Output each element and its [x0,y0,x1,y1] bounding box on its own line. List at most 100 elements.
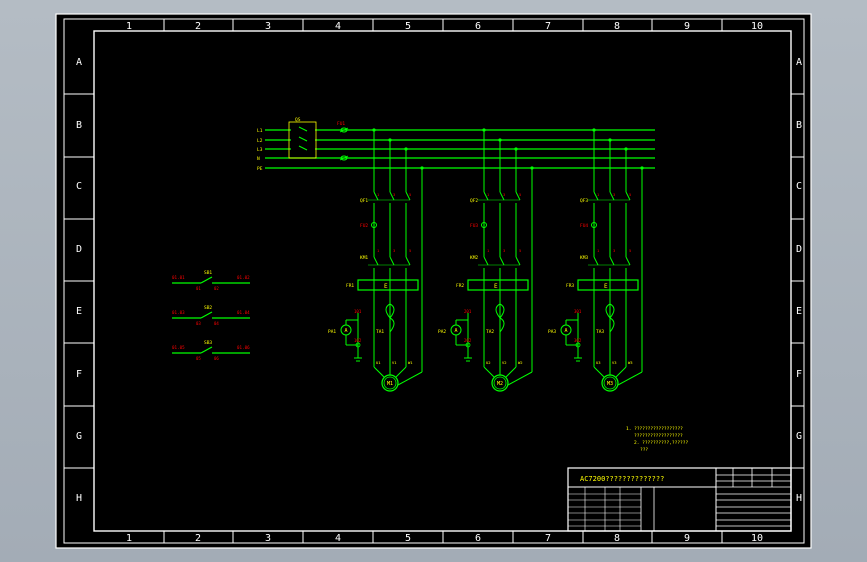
fuse-label: FU4 [580,223,588,229]
contactor-terminal: 1 [597,248,600,253]
ammeter-mark: A [454,328,457,334]
fuse-label: FU2 [360,223,368,229]
ammeter-label: PA1 [328,329,336,335]
contactor-terminal: 5 [409,248,411,253]
contactor-terminal: 5 [629,248,631,253]
meter-wire-number: 102 [354,338,362,343]
breaker-contact [625,191,631,201]
control-contact [200,276,213,284]
control-device-label: SB3 [204,340,212,346]
column-label-bottom: 7 [545,533,551,544]
contactor-label: KM2 [470,255,478,261]
title-block: AC7200?????????????? [567,467,792,532]
thermal-relay-mark: E [384,283,388,290]
contactor-contact [373,256,379,266]
meter-wire-number: 101 [354,309,362,314]
meter-fuse [465,342,471,348]
breaker-terminal: 1 [377,192,380,197]
row-label-right: A [796,57,802,68]
column-label-top: 3 [265,21,271,32]
motor-terminal-u: U2 [486,360,491,365]
column-label-top: 8 [614,21,620,32]
thermal-relay-mark: E [604,283,608,290]
control-left-number: 01.05 [172,345,185,350]
control-terminal: 01 [196,286,201,291]
meter-fuse [575,342,581,348]
ammeter-label: PA3 [548,329,556,335]
branch-fuse [481,222,487,228]
motor-circle [381,374,399,392]
row-label-right: D [796,244,802,255]
motor-lead [593,366,605,378]
motor-label: M1 [387,381,393,387]
control-left-number: 01.03 [172,310,185,315]
column-label-bottom: 10 [751,533,763,544]
motor-inner [603,376,617,390]
thermal-relay-label: FR2 [456,283,464,289]
row-label-left: G [76,431,82,442]
motor-lead [483,366,495,378]
column-label-top: 2 [195,21,201,32]
motor-lead [615,366,627,378]
breaker-contact [389,191,395,201]
row-label-right: E [796,306,802,317]
column-label-bottom: 8 [614,533,620,544]
ct-label: TA2 [486,329,494,335]
motor-inner [383,376,397,390]
ct-coil [495,303,505,319]
contactor-contact [405,256,411,266]
breaker-contact [405,191,411,201]
breaker-terminal: 1 [597,192,600,197]
breaker-terminal: 3 [613,192,615,197]
column-label-top: 7 [545,21,551,32]
row-label-left: A [76,57,82,68]
contactor-terminal: 5 [519,248,521,253]
pe-wire [397,371,423,386]
contactor-terminal: 1 [377,248,380,253]
contactor-contact [389,256,395,266]
breaker-label: QF2 [470,198,478,204]
control-terminal: 02 [214,286,219,291]
main-switch-contact [298,126,308,132]
main-fuse-label: FU1 [337,121,345,127]
motor-terminal-v: V2 [502,360,507,365]
column-label-bottom: 3 [265,533,271,544]
row-label-left: C [76,181,82,192]
contactor-label: KM1 [360,255,368,261]
meter-wire-number: 301 [574,309,582,314]
column-label-top: 10 [751,21,763,32]
motor-inner [493,376,507,390]
row-label-right: F [796,369,802,380]
pe-wire [507,371,533,386]
row-label-left: F [76,369,82,380]
branch-fuse [591,222,597,228]
control-device-label: SB1 [204,270,212,276]
ct-coil [385,303,395,319]
ammeter-mark: A [344,328,347,334]
motor-terminal-v: V1 [392,360,397,365]
branch-fuse [371,222,377,228]
breaker-terminal: 3 [503,192,505,197]
row-label-left: H [76,493,82,504]
motor-circle [491,374,509,392]
control-contact [200,346,213,354]
row-label-left: E [76,306,82,317]
breaker-contact [373,191,379,201]
main-fuse-slash [339,155,349,161]
motor-label: M2 [497,381,503,387]
control-terminal: 04 [214,321,219,326]
row-label-left: B [76,120,82,131]
motor-circle [601,374,619,392]
contactor-terminal: 3 [503,248,505,253]
control-contact [200,311,213,319]
bus-label-PE: PE [257,166,263,172]
motor-terminal-u: U3 [596,360,601,365]
title-block-frame [567,467,792,532]
motor-terminal-u: U1 [376,360,381,365]
contactor-terminal: 3 [613,248,615,253]
control-right-number: 01.06 [237,345,250,350]
contactor-terminal: 1 [487,248,490,253]
